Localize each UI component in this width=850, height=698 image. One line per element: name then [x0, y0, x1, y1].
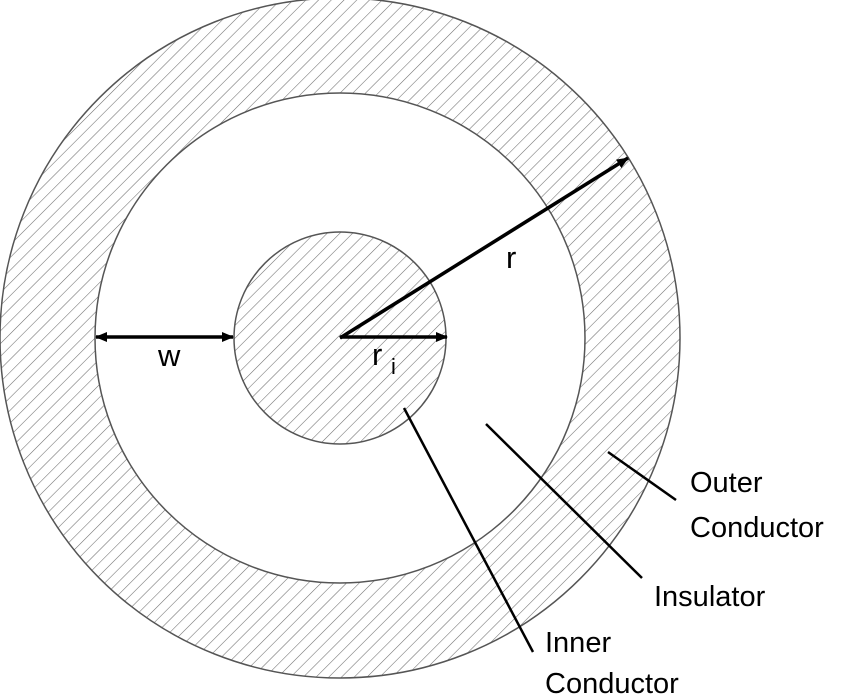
- inner-conductor-label: Inner Conductor: [545, 627, 679, 698]
- insulator-label: Insulator: [654, 581, 766, 613]
- outer-conductor-label-line1: Outer: [690, 467, 763, 499]
- ri-label: r i: [372, 337, 396, 379]
- ri-label-main: r: [372, 337, 382, 372]
- inner-conductor-leader: [402, 407, 535, 653]
- outer-conductor-label: Outer Conductor: [690, 467, 824, 544]
- inner-conductor-label-line2: Conductor: [545, 668, 679, 698]
- r-label: r: [506, 240, 516, 275]
- outer-conductor-label-line2: Conductor: [690, 512, 824, 544]
- outer-conductor-outer-edge: [0, 0, 681, 679]
- insulator-leader: [485, 423, 643, 579]
- r-dimension-arrow: [339, 156, 629, 340]
- inner-conductor-label-line1: Inner: [545, 627, 611, 659]
- outer-conductor-leader: [607, 450, 677, 502]
- w-label: w: [157, 338, 181, 373]
- ri-label-subscript: i: [391, 354, 396, 379]
